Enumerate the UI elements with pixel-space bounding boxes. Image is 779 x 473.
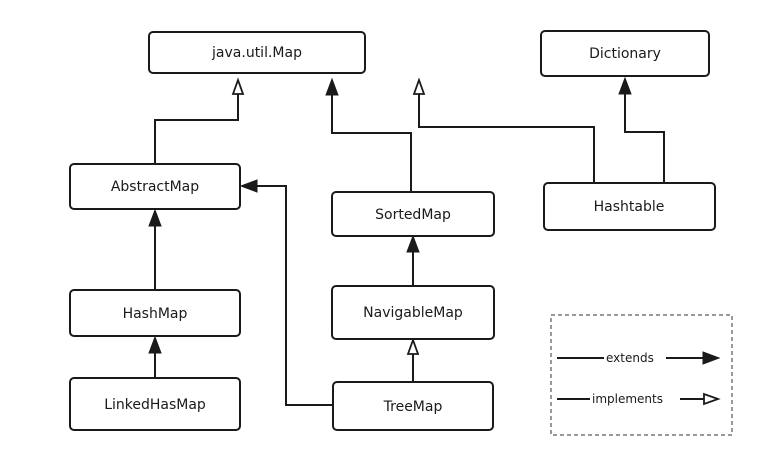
- node-hashtable: Hashtable: [543, 182, 716, 231]
- node-sorted-map: SortedMap: [331, 191, 495, 237]
- edge-abstractmap-implements-map: [154, 94, 239, 164]
- node-navigable-map: NavigableMap: [331, 285, 495, 340]
- filled-arrowhead: [148, 208, 162, 227]
- node-label: AbstractMap: [111, 179, 199, 195]
- legend: extends implements: [550, 314, 733, 436]
- node-label: Dictionary: [589, 46, 661, 62]
- edge-hashtable-extends-dictionary: [624, 93, 665, 183]
- node-label: HashMap: [123, 306, 188, 322]
- legend-implements: implements: [557, 392, 721, 406]
- node-label: SortedMap: [375, 207, 451, 223]
- filled-arrowhead: [325, 77, 339, 96]
- node-label: TreeMap: [383, 399, 443, 415]
- edge-hashtable-implements-map: [418, 94, 595, 183]
- node-dictionary: Dictionary: [540, 30, 710, 77]
- legend-extends: extends: [557, 351, 721, 365]
- legend-extends-label: extends: [606, 351, 654, 365]
- node-hash-map: HashMap: [69, 289, 241, 337]
- filled-arrowhead: [406, 234, 420, 253]
- node-abstract-map: AbstractMap: [69, 163, 241, 210]
- legend-implements-label: implements: [592, 392, 663, 406]
- hollow-arrowhead: [703, 392, 721, 406]
- node-java-util-map: java.util.Map: [148, 31, 366, 74]
- node-label: java.util.Map: [211, 45, 302, 61]
- legend-border: [550, 314, 733, 436]
- filled-arrowhead: [148, 335, 162, 354]
- edge-sortedmap-extends-map: [331, 94, 412, 192]
- node-tree-map: TreeMap: [332, 381, 494, 431]
- filled-arrowhead: [618, 76, 632, 95]
- hollow-arrowhead: [406, 337, 420, 355]
- hollow-arrowhead: [412, 77, 426, 95]
- edge-treemap-extends-abstractmap: [256, 185, 333, 406]
- node-linked-hash-map: LinkedHasMap: [69, 377, 241, 431]
- node-label: Hashtable: [594, 199, 665, 215]
- filled-arrowhead: [239, 179, 258, 193]
- node-label: NavigableMap: [363, 305, 463, 321]
- node-label: LinkedHasMap: [104, 397, 206, 413]
- filled-arrowhead: [702, 351, 721, 365]
- hollow-arrowhead: [231, 77, 245, 95]
